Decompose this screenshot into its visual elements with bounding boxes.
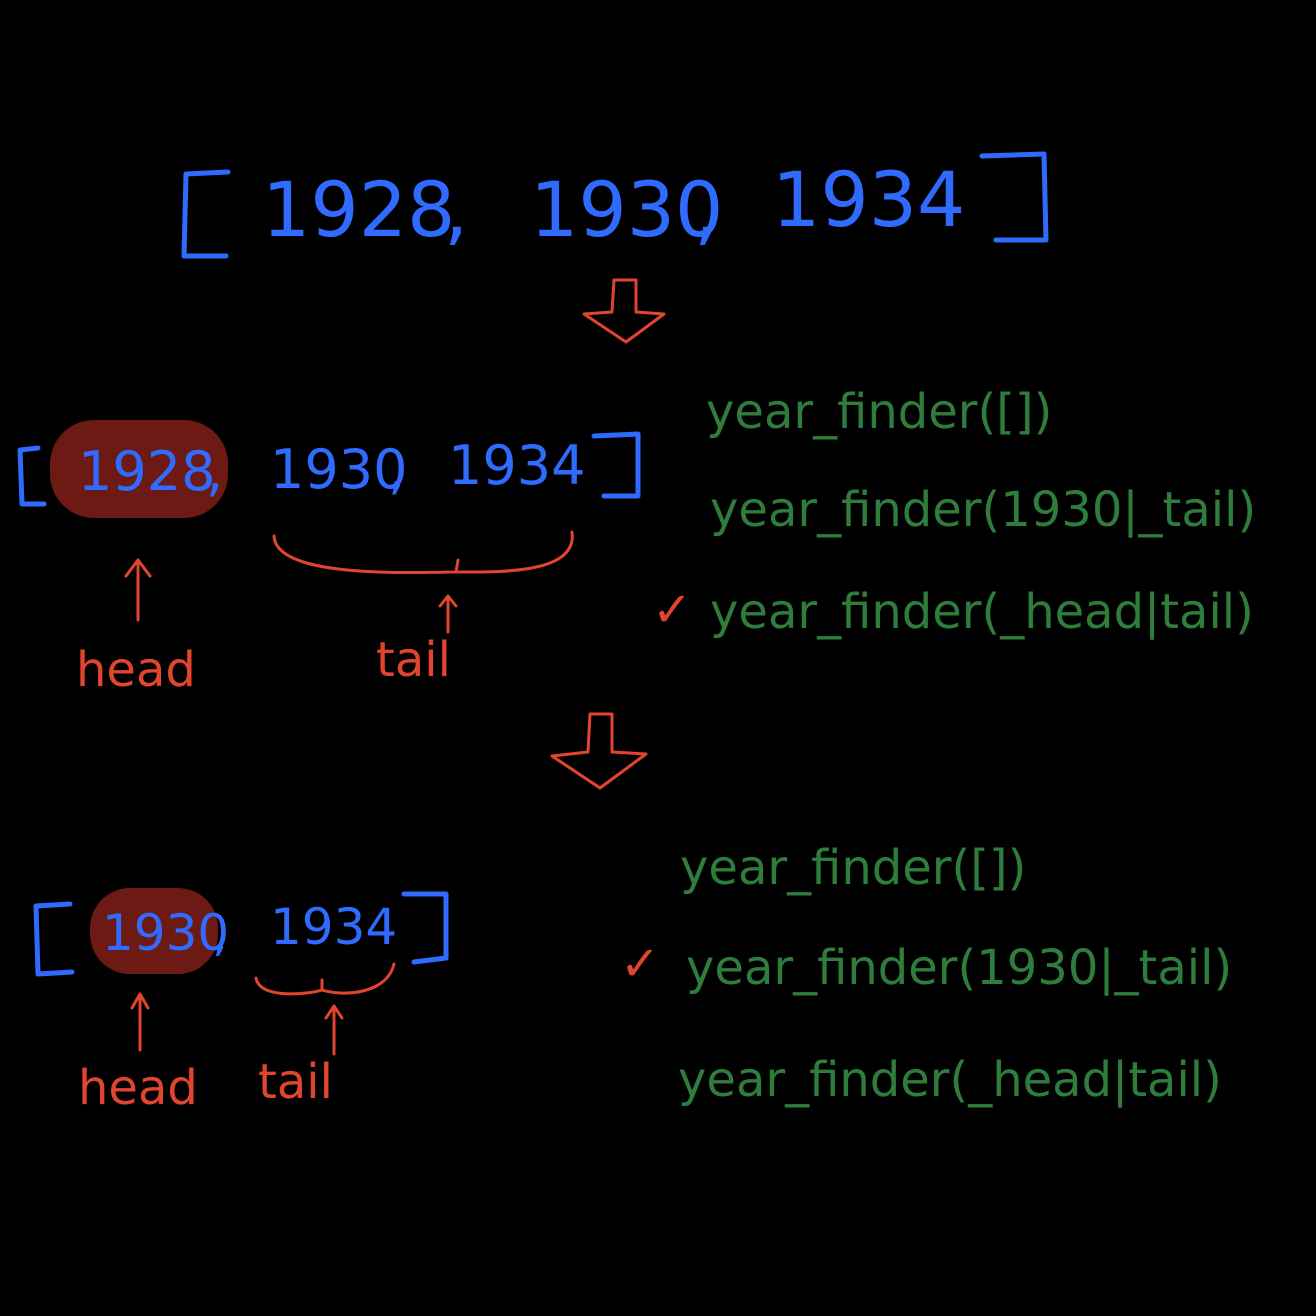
top-list-close-bracket xyxy=(979,151,1049,243)
step2-open-bracket xyxy=(33,901,75,977)
step2-tail-label: tail xyxy=(258,1054,333,1110)
top-list-separator-2: , xyxy=(694,165,718,254)
step1-clause-1: year_finder([]) xyxy=(706,384,1052,440)
down-arrow-2 xyxy=(550,712,648,790)
step2-head-highlight xyxy=(90,888,218,974)
step2-head-value: 1930 xyxy=(102,904,229,962)
step1-list: 1928 , 1930 , 1934 head tail xyxy=(17,420,641,698)
step1-close-bracket xyxy=(591,431,641,499)
step2-list: 1930 , 1934 head tail xyxy=(33,888,449,1116)
top-list: 1928 , 1930 , 1934 xyxy=(181,151,1049,259)
step1-tail-value-2: 1934 xyxy=(448,434,585,497)
step2-clause-2: year_finder(1930|_tail) xyxy=(686,940,1232,996)
top-list-item-1: 1928 xyxy=(262,165,455,254)
step1-clause-3: year_finder(_head|tail) xyxy=(710,584,1254,640)
step1-head-highlight xyxy=(50,420,228,518)
step2-tail-brace xyxy=(254,962,396,996)
step1-tail-arrow xyxy=(438,594,458,634)
step2-tail-value-1: 1934 xyxy=(270,898,397,956)
step2-check-mark: ✓ xyxy=(620,936,660,992)
step1-tail-value-1: 1930 xyxy=(270,438,407,501)
top-list-separator-1: , xyxy=(444,165,468,254)
step1-open-bracket xyxy=(17,445,47,507)
step1-separator-1: , xyxy=(206,440,223,503)
step2-head-arrow xyxy=(130,992,150,1052)
down-arrow-1 xyxy=(582,278,666,344)
top-list-item-2: 1930 xyxy=(530,165,723,254)
step1-clause-2: year_finder(1930|_tail) xyxy=(710,482,1256,538)
step1-head-arrow xyxy=(124,558,152,622)
step2-tail-arrow xyxy=(324,1004,344,1056)
step2-separator: , xyxy=(212,904,228,962)
step1-head-value: 1928 xyxy=(78,440,215,503)
step1-tail-brace xyxy=(272,530,574,575)
top-list-item-3: 1934 xyxy=(772,155,965,244)
step1-check-mark: ✓ xyxy=(652,582,692,638)
step1-tail-label: tail xyxy=(376,632,451,688)
step2-clause-3: year_finder(_head|tail) xyxy=(678,1052,1222,1108)
step1-head-label: head xyxy=(76,642,196,698)
step1-clauses: year_finder([]) year_finder(1930|_tail) … xyxy=(652,384,1256,640)
top-list-open-bracket xyxy=(181,169,231,259)
step2-head-label: head xyxy=(78,1060,198,1116)
step2-clause-1: year_finder([]) xyxy=(680,840,1026,896)
step2-clauses: year_finder([]) ✓ year_finder(1930|_tail… xyxy=(620,840,1232,1108)
step1-separator-2: , xyxy=(388,438,405,501)
step2-close-bracket xyxy=(401,891,449,965)
